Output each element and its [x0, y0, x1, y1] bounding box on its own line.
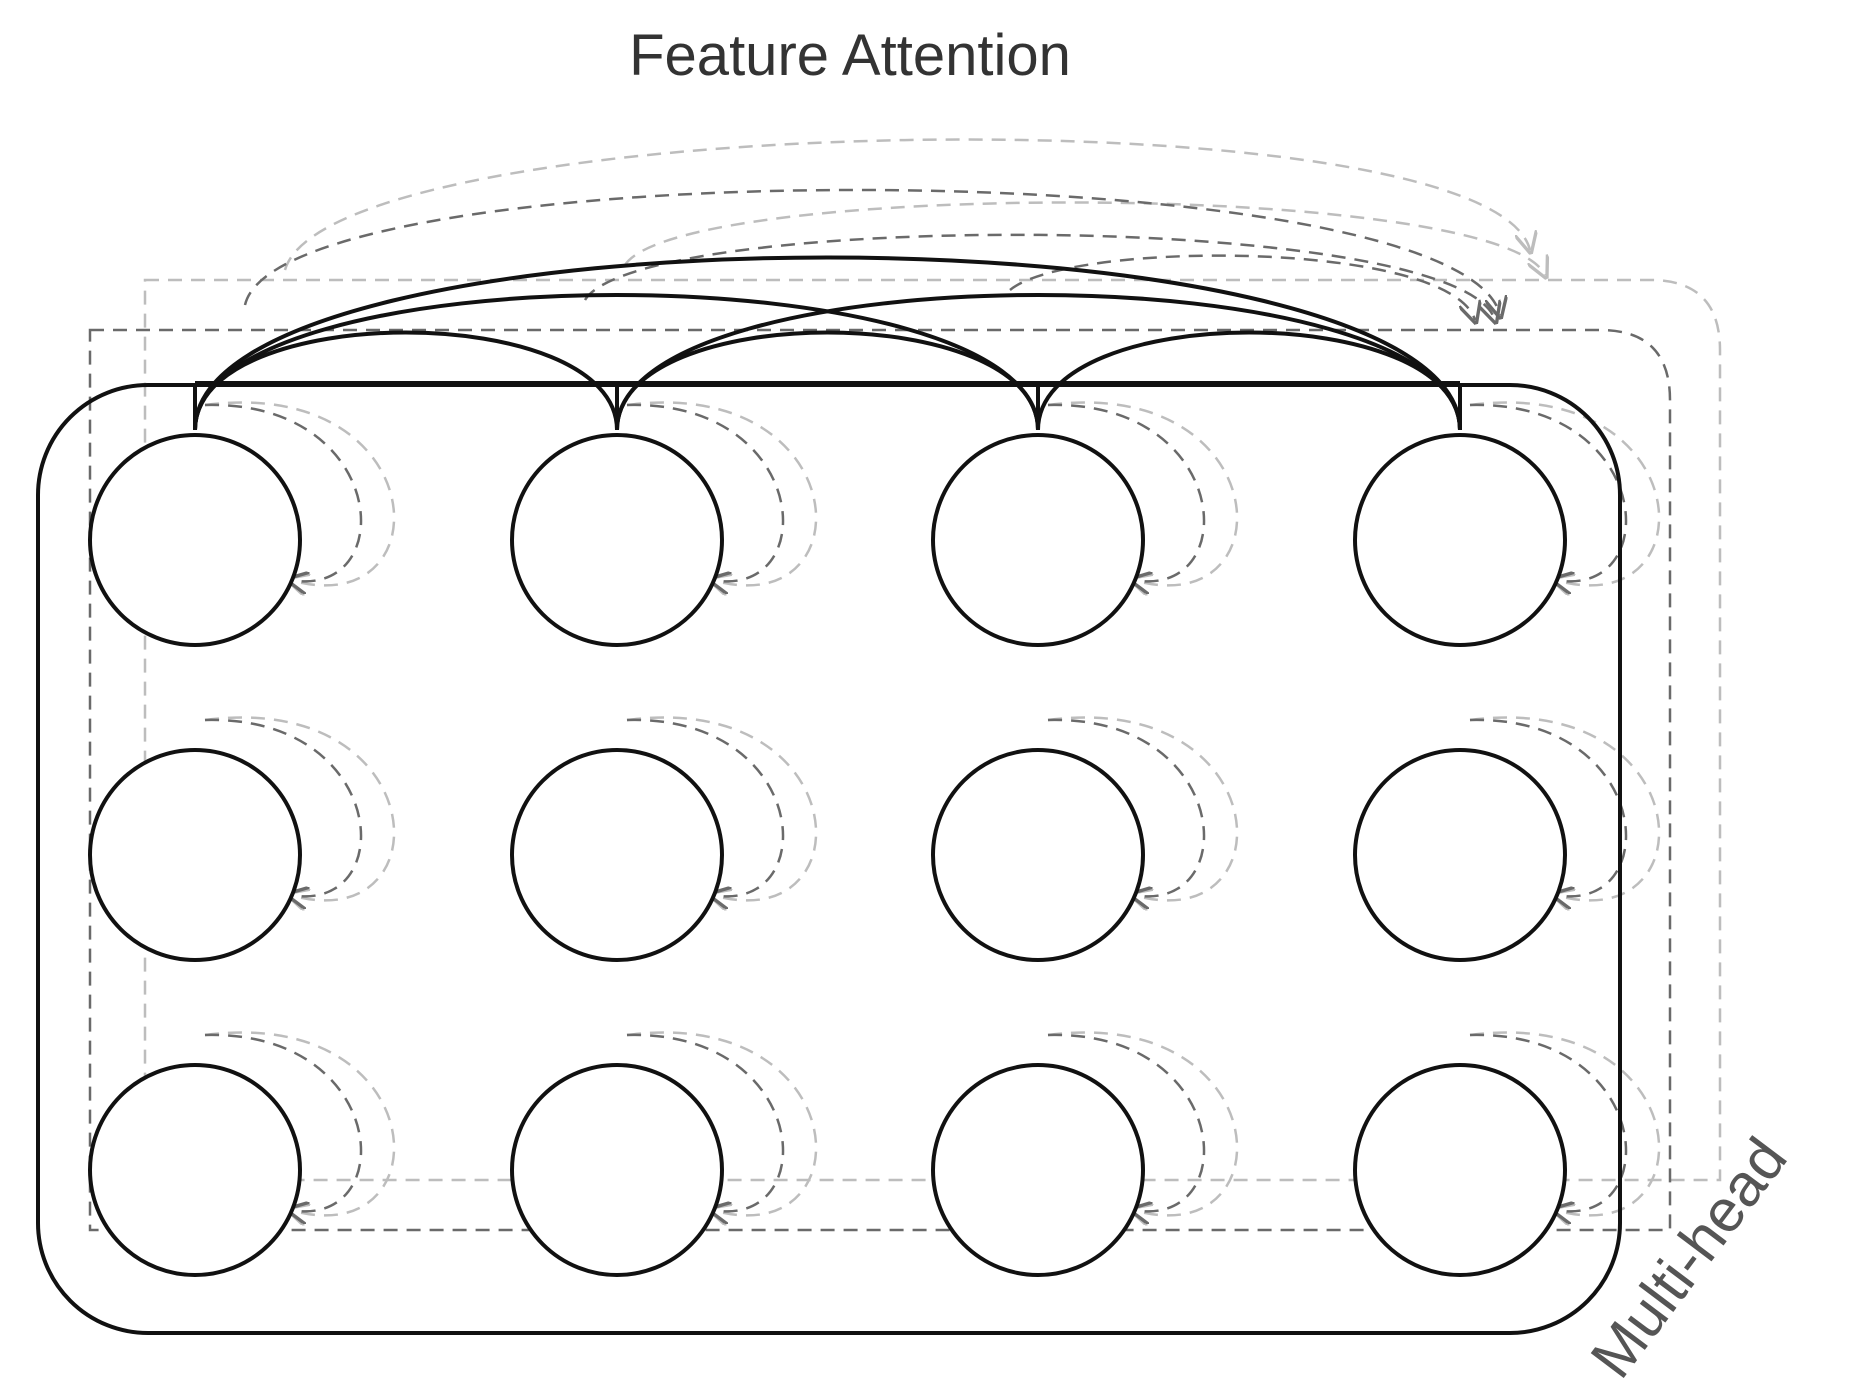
feature-node	[510, 1063, 724, 1277]
attention-loop	[1047, 1033, 1206, 1211]
attention-loop	[204, 403, 363, 581]
feature-node	[1353, 748, 1567, 962]
feature-node	[1353, 1063, 1567, 1277]
feature-node	[931, 433, 1145, 647]
attention-loop	[1469, 718, 1628, 896]
attention-loop	[204, 1033, 363, 1211]
attention-loop	[1047, 718, 1206, 896]
feature-node	[510, 748, 724, 962]
front-head-arcs	[193, 255, 1462, 431]
attention-loop	[1469, 1033, 1628, 1211]
attention-loop	[1047, 403, 1206, 581]
attention-loop	[626, 718, 785, 896]
attention-loop	[1469, 403, 1628, 581]
attention-loop	[204, 718, 363, 896]
feature-node	[510, 433, 724, 647]
feature-node	[931, 1063, 1145, 1277]
feature-nodes	[88, 433, 1567, 1277]
feature-node	[88, 433, 302, 647]
multi-head-label: Multi-head	[1578, 1126, 1800, 1390]
feature-node	[88, 1063, 302, 1277]
head-frame-middle	[88, 328, 1672, 1232]
head-frame-back	[143, 278, 1722, 1182]
attention-loops	[204, 401, 1661, 1215]
diagram-title: Feature Attention	[629, 23, 1071, 88]
feature-node	[931, 748, 1145, 962]
attention-loop	[626, 1033, 785, 1211]
back-head-arcs	[243, 138, 1545, 320]
feature-node	[1353, 433, 1567, 647]
attention-loop	[626, 403, 785, 581]
feature-node	[88, 748, 302, 962]
